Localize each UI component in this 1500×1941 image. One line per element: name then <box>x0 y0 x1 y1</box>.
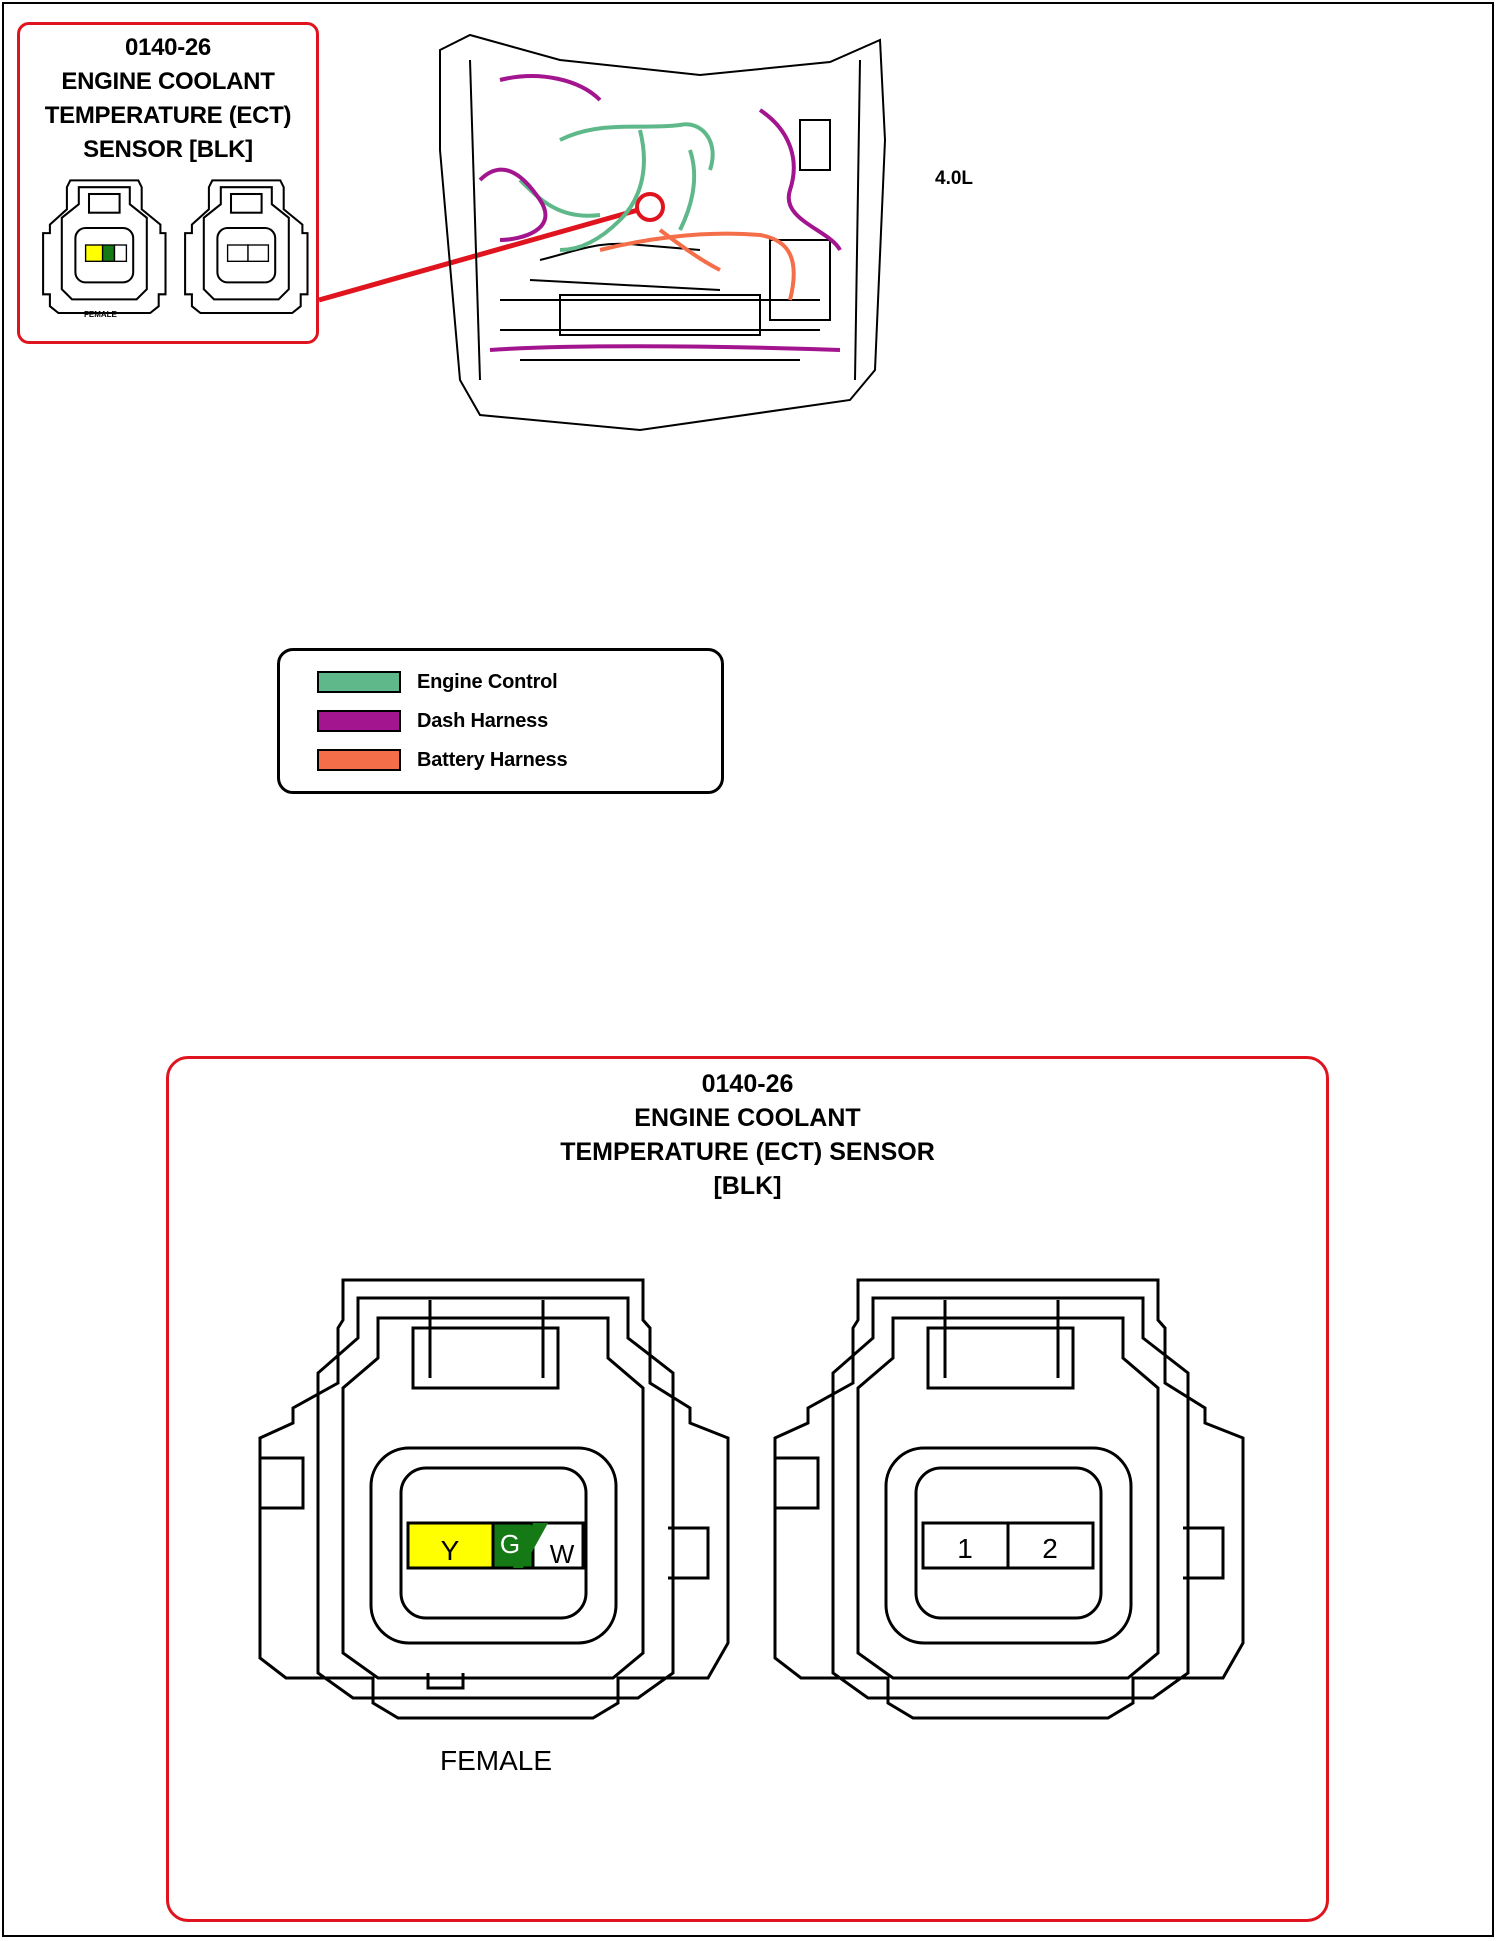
leader-line <box>318 207 639 303</box>
legend-label: Dash Harness <box>417 709 548 732</box>
pin-1 <box>921 1521 1010 1570</box>
female-connector-face: Y G W <box>258 1278 730 1720</box>
connector-id: 0140-26 <box>701 1070 794 1098</box>
pin-number-connector-thumbnail <box>184 179 309 315</box>
legend-item-engine-control: Engine Control <box>317 669 558 695</box>
legend-label: Battery Harness <box>417 748 568 771</box>
legend-swatch <box>317 710 401 732</box>
legend-swatch <box>317 749 401 771</box>
female-connector-thumbnail <box>42 179 167 315</box>
connector-callout-small: 0140-26 ENGINE COOLANT TEMPERATURE (ECT)… <box>17 22 319 344</box>
legend-item-battery-harness: Battery Harness <box>317 747 568 773</box>
connector-callout-large: 0140-26 ENGINE COOLANT TEMPERATURE (ECT)… <box>166 1056 1329 1922</box>
connector-title-large: 0140-26 ENGINE COOLANT TEMPERATURE (ECT)… <box>169 1067 1326 1203</box>
locator-circle <box>635 192 665 222</box>
legend-item-dash-harness: Dash Harness <box>317 708 548 734</box>
pin-number-connector-face: 1 2 <box>773 1278 1245 1720</box>
pin-label: Y <box>441 1535 460 1566</box>
pin-label: G <box>500 1529 520 1559</box>
connector-name-line2: TEMPERATURE (ECT) <box>44 102 292 129</box>
legend-label: Engine Control <box>417 670 558 693</box>
connector-name-line1: ENGINE COOLANT <box>634 1104 861 1132</box>
pin-label: W <box>550 1539 575 1569</box>
legend-swatch <box>317 671 401 693</box>
connector-id: 0140-26 <box>125 34 211 61</box>
connector-name-line1: ENGINE COOLANT <box>61 68 275 95</box>
engine-label: 4.0L <box>935 168 974 189</box>
pin-number: 1 <box>957 1533 973 1564</box>
female-label-large: FEMALE <box>440 1745 553 1776</box>
connector-thumbnails <box>42 179 309 315</box>
connector-title-small: 0140-26 ENGINE COOLANT TEMPERATURE (ECT)… <box>20 31 316 167</box>
pin-2 <box>1006 1521 1095 1570</box>
pin-number: 2 <box>1042 1533 1058 1564</box>
connector-name-line3: [BLK] <box>713 1172 782 1200</box>
female-label-small: FEMALE <box>84 310 117 319</box>
engine-compartment-illustration <box>439 33 887 432</box>
harness-legend: Engine Control Dash Harness Battery Harn… <box>277 648 724 794</box>
locator-leader <box>318 192 665 303</box>
connector-name-line2: TEMPERATURE (ECT) SENSOR <box>560 1138 935 1166</box>
connector-name-line3: SENSOR [BLK] <box>83 136 253 163</box>
